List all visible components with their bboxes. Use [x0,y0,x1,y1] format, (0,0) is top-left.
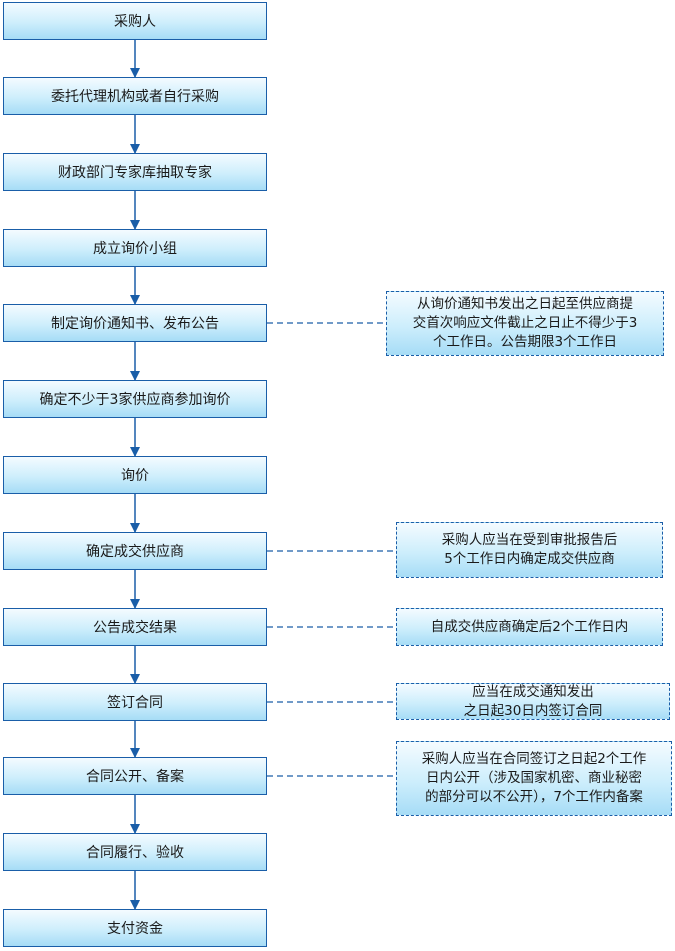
step-label: 询价 [121,468,149,484]
step-box-7: 询价 [3,456,267,494]
step-box-4: 成立询价小组 [3,229,267,267]
note-box-2: 采购人应当在受到审批报告后 5个工作日内确定成交供应商 [396,522,663,578]
step-box-9: 公告成交结果 [3,608,267,646]
note-box-1: 从询价通知书发出之日起至供应商提 交首次响应文件截止之日止不得少于3 个工作日。… [386,291,664,356]
note-box-4: 应当在成交通知发出 之日起30日内签订合同 [396,683,670,720]
note-text: 采购人应当在合同签订之日起2个工作 日内公开（涉及国家机密、商业秘密 的部分可以… [421,751,647,805]
note-text: 应当在成交通知发出 之日起30日内签订合同 [463,683,603,719]
step-box-11: 合同公开、备案 [3,757,267,795]
step-label: 成立询价小组 [93,241,177,257]
step-label: 确定成交供应商 [86,544,184,560]
note-text: 自成交供应商确定后2个工作日内 [430,618,629,635]
step-label: 公告成交结果 [93,620,177,636]
step-label: 支付资金 [107,921,163,937]
step-box-8: 确定成交供应商 [3,532,267,570]
step-box-2: 委托代理机构或者自行采购 [3,77,267,115]
step-label: 合同公开、备案 [86,769,184,785]
step-box-12: 合同履行、验收 [3,833,267,871]
step-label: 采购人 [114,14,156,30]
note-text: 采购人应当在受到审批报告后 5个工作日内确定成交供应商 [441,532,618,567]
step-box-3: 财政部门专家库抽取专家 [3,153,267,191]
step-label: 确定不少于3家供应商参加询价 [39,392,231,408]
note-box-3: 自成交供应商确定后2个工作日内 [396,608,663,646]
step-box-6: 确定不少于3家供应商参加询价 [3,380,267,418]
step-box-5: 制定询价通知书、发布公告 [3,304,267,342]
step-label: 签订合同 [107,695,163,711]
note-box-5: 采购人应当在合同签订之日起2个工作 日内公开（涉及国家机密、商业秘密 的部分可以… [396,741,672,816]
step-label: 合同履行、验收 [86,845,184,861]
step-box-10: 签订合同 [3,683,267,721]
step-label: 委托代理机构或者自行采购 [51,89,219,105]
step-box-1: 采购人 [3,2,267,40]
step-label: 制定询价通知书、发布公告 [51,316,219,332]
step-label: 财政部门专家库抽取专家 [58,165,212,181]
step-box-13: 支付资金 [3,909,267,947]
note-text: 从询价通知书发出之日起至供应商提 交首次响应文件截止之日止不得少于3 个工作日。… [412,296,638,350]
